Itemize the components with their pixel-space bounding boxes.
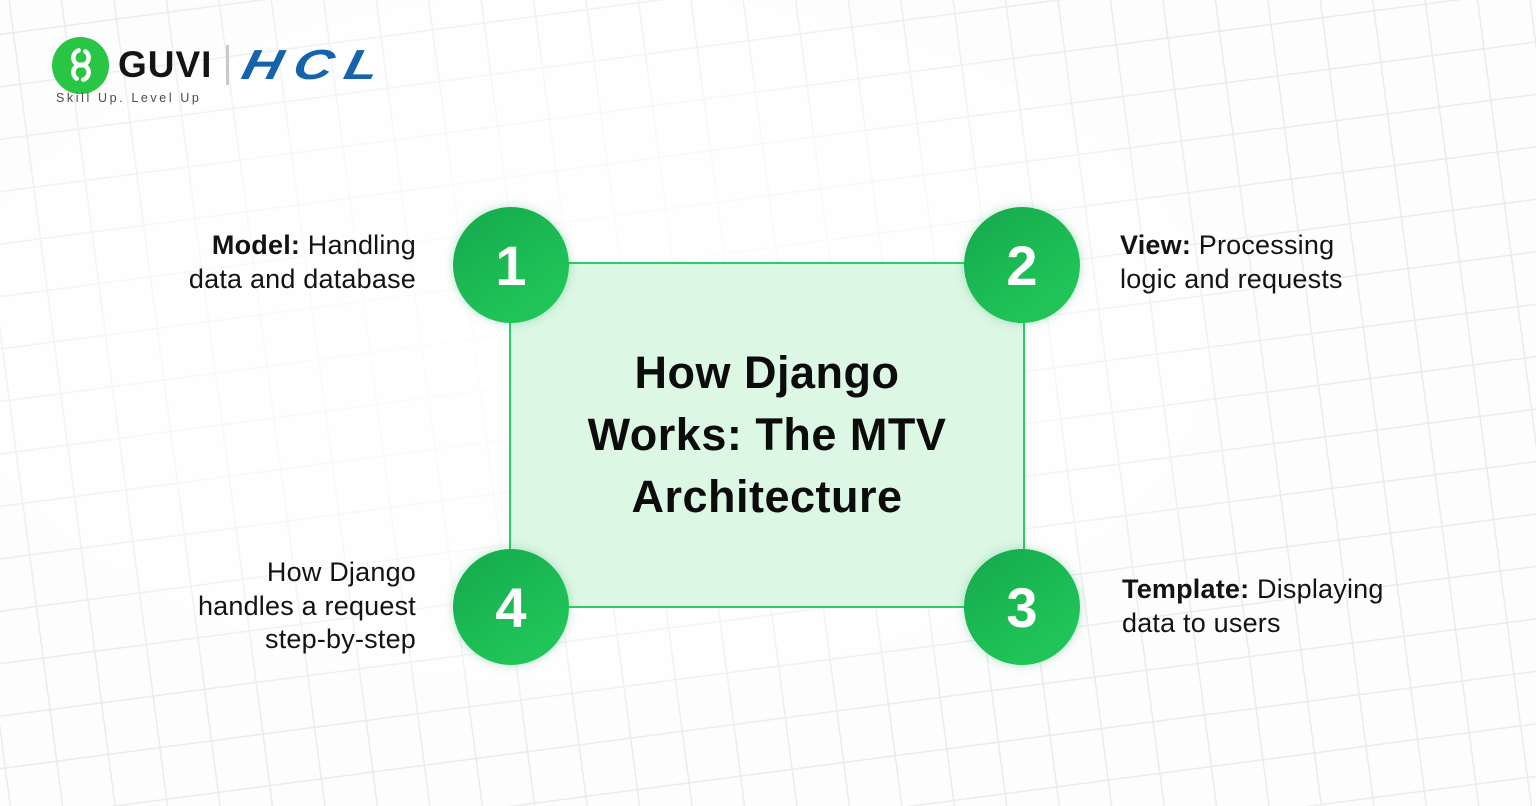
brand-tagline: Skill Up. Level Up [56,91,202,105]
step-circle-4: 4 [453,549,569,665]
step-circle-3: 3 [964,549,1080,665]
step-label-view: View: Processing logic and requests [1120,229,1470,296]
step-number-2: 2 [1006,233,1038,297]
label-line: step-by-step [265,624,416,654]
step-label-request-flow: How Django handles a request step-by-ste… [100,556,416,657]
step-number-1: 1 [495,233,527,297]
page-title: How Django Works: The MTV Architecture [587,347,947,522]
label-line: data and database [188,263,416,294]
hcl-wordmark: HCL [238,41,397,88]
guvi-logo-icon [52,36,109,94]
logo-separator [226,45,230,85]
label-line: Model: Handling [211,230,416,260]
step-label-model: Model: Handling data and database [100,229,416,296]
step-number-4: 4 [495,575,527,639]
label-line: Template: Displaying [1122,574,1384,604]
label-line: logic and requests [1120,263,1343,294]
label-line: How Django [266,557,416,587]
step-circle-2: 2 [964,207,1080,323]
label-line: View: Processing [1120,230,1335,260]
step-label-template: Template: Displaying data to users [1122,573,1482,640]
label-line: data to users [1122,607,1281,638]
label-line: handles a request [197,590,416,621]
brand-header: GUVI HCL [52,36,396,94]
central-title-box: How Django Works: The MTV Architecture [509,262,1025,608]
guvi-wordmark: GUVI [118,44,213,85]
step-number-3: 3 [1006,575,1038,639]
step-circle-1: 1 [453,207,569,323]
